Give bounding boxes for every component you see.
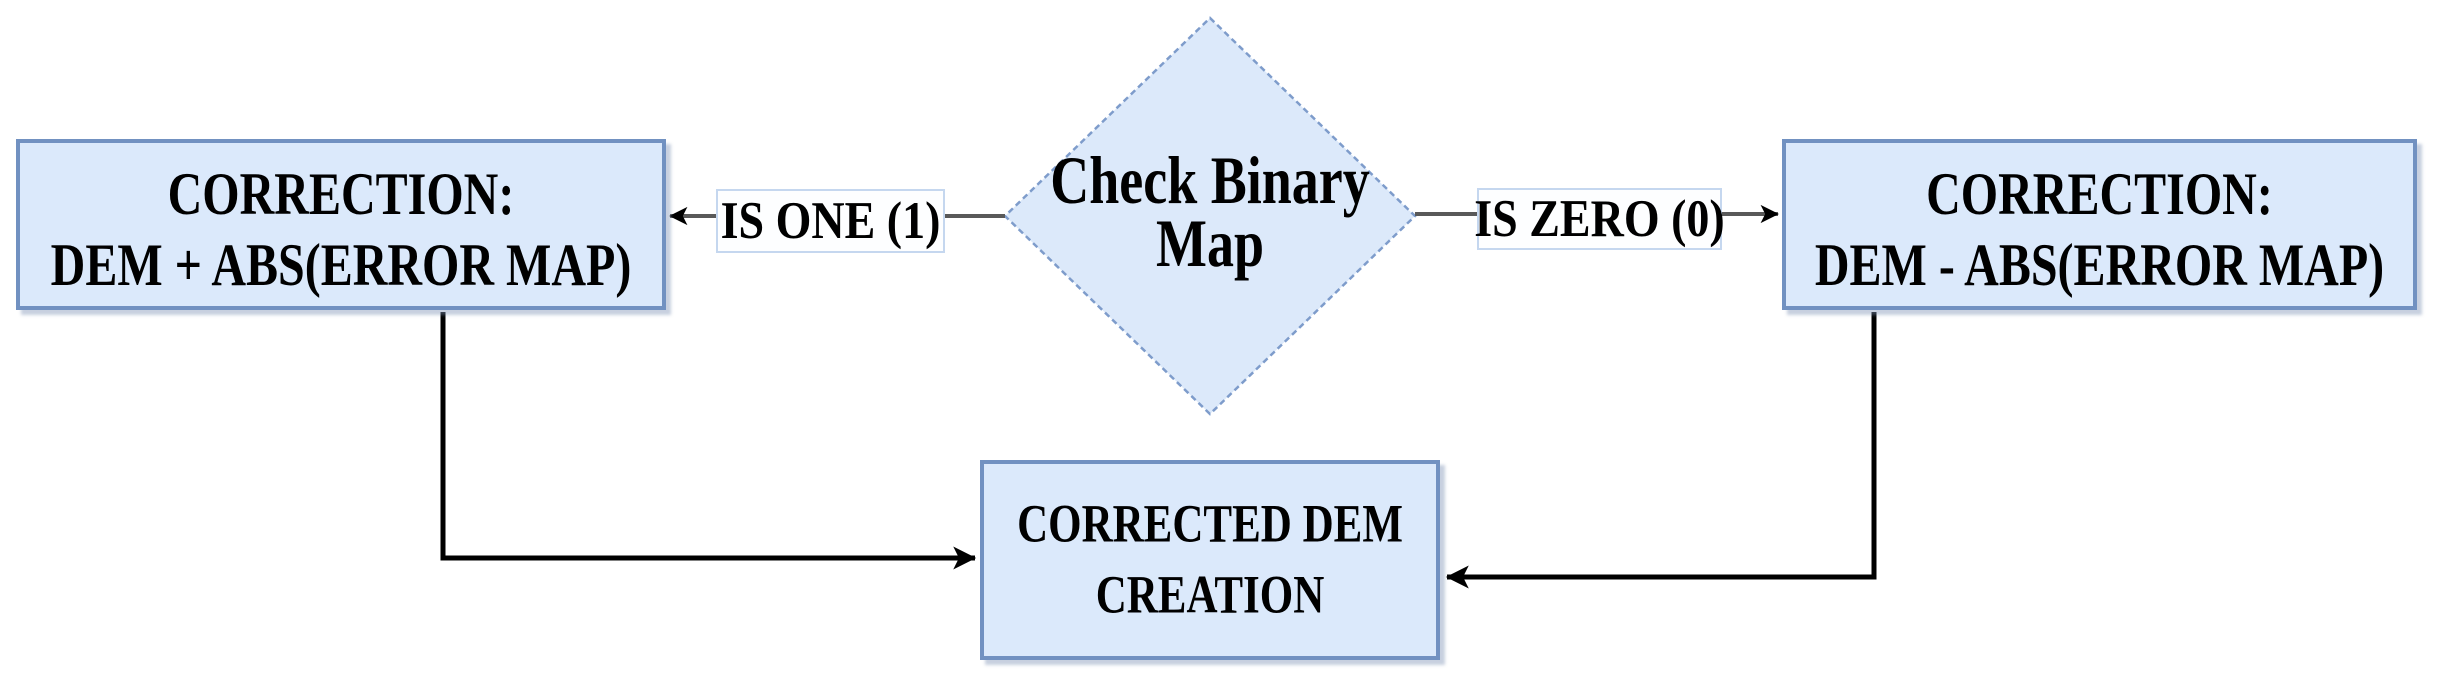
node-label-line: CORRECTION: [1926, 160, 2273, 227]
edge-label-text: IS ZERO (0) [1474, 189, 1725, 248]
process-node-corrected-dem-creation: CORRECTED DEM CREATION [980, 460, 1440, 660]
decision-label-line: Check Binary [1050, 142, 1370, 219]
decision-diamond-shape [1003, 16, 1417, 416]
node-label-line: DEM - ABS(ERROR MAP) [1814, 232, 2385, 299]
decision-node-label: Check Binary Map [1010, 146, 1410, 277]
edge-label-is-one: IS ONE (1) [716, 189, 945, 253]
connector-left-box-to-bottom-box [440, 312, 977, 570]
node-label-line: CORRECTION: [167, 160, 515, 227]
connector-right-box-to-bottom-box [1445, 312, 1877, 589]
node-label-line: CREATION [1095, 566, 1325, 625]
edge-label-is-zero: IS ZERO (0) [1474, 188, 1725, 250]
node-label-line: CORRECTED DEM [1017, 495, 1403, 554]
edge-label-text: IS ONE (1) [720, 191, 941, 250]
node-label-line: DEM + ABS(ERROR MAP) [50, 232, 632, 299]
decision-label-line: Map [1156, 205, 1264, 282]
process-node-correction-subtract: CORRECTION: DEM - ABS(ERROR MAP) [1782, 139, 2417, 310]
process-node-correction-add: CORRECTION: DEM + ABS(ERROR MAP) [16, 139, 666, 310]
